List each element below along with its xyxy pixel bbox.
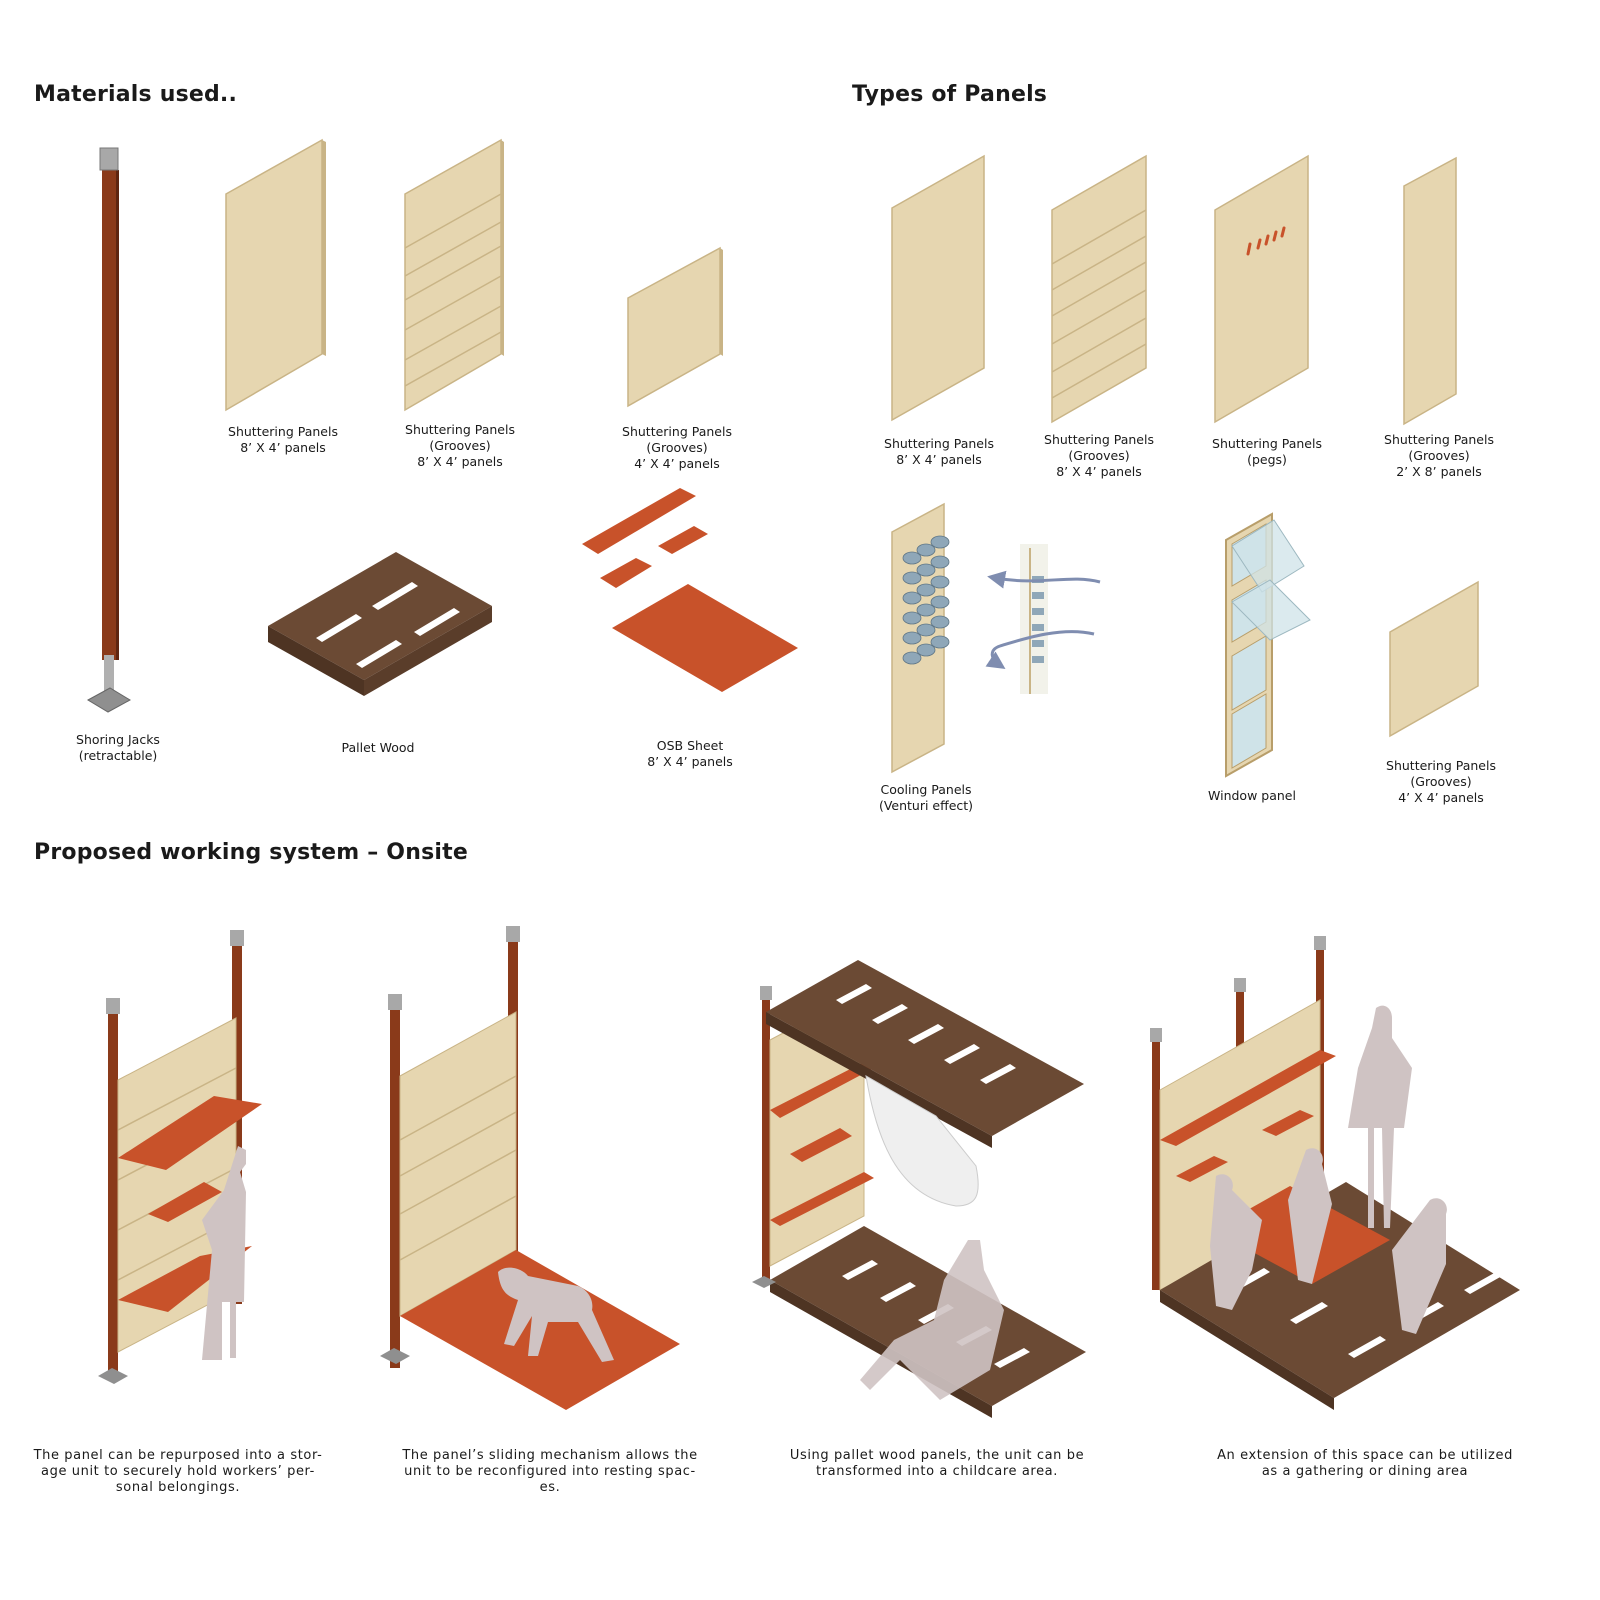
caption-storage: The panel can be repurposed into a stor-… — [33, 1448, 323, 1495]
osb-sheet-illustration — [582, 488, 798, 692]
caption-childcare: Using pallet wood panels, the unit can b… — [789, 1448, 1085, 1479]
pallet-wood-illustration — [268, 552, 492, 696]
label-panel-window: Window panel — [1208, 788, 1296, 803]
caption-resting: The panel’s sliding mechanism allows the… — [402, 1448, 698, 1495]
scene-gathering — [1150, 936, 1520, 1410]
label-panel-pegs: Shuttering Panels(pegs) — [1212, 436, 1322, 467]
panel-type-2x8 — [1403, 156, 1457, 426]
panel-type-plain — [891, 154, 985, 422]
window-panel-illustration — [1225, 512, 1311, 778]
label-panel-4x4: Shuttering Panels(Grooves)4’ X 4’ panels — [1386, 758, 1496, 805]
scene-childcare — [752, 960, 1086, 1418]
shoring-jack-illustration — [86, 147, 132, 713]
materials-heading: Materials used.. — [34, 82, 238, 107]
scene-resting — [380, 926, 680, 1410]
panel-type-4x4 — [1389, 580, 1479, 738]
working-system-heading: Proposed working system – Onsite — [34, 840, 468, 865]
panel-types-heading: Types of Panels — [852, 82, 1048, 107]
scene-storage — [98, 930, 262, 1384]
label-pallet-wood: Pallet Wood — [341, 740, 415, 755]
label-panel-2x8: Shuttering Panels(Grooves)2’ X 8’ panels — [1384, 432, 1494, 479]
label-panel-cooling: Cooling Panels(Venturi effect) — [878, 782, 974, 813]
label-shuttering-grooves-4x4: Shuttering Panels(Grooves)4’ X 4’ panels — [622, 424, 732, 471]
label-panel-grooves: Shuttering Panels(Grooves)8’ X 4’ panels — [1044, 432, 1154, 479]
label-shoring-jacks: Shoring Jacks(retractable) — [76, 732, 160, 763]
panel-type-grooves — [1051, 154, 1147, 424]
cooling-airflow-diagram — [985, 544, 1101, 694]
label-shuttering-grooves-8x4: Shuttering Panels(Grooves)8’ X 4’ panels — [405, 422, 515, 469]
cooling-panel-illustration — [891, 502, 950, 774]
shuttering-panel-plain — [225, 138, 326, 412]
shuttering-panel-grooves — [404, 138, 504, 412]
shuttering-panel-4x4 — [627, 246, 723, 408]
panel-type-pegs — [1214, 154, 1309, 424]
caption-gathering: An extension of this space can be utiliz… — [1217, 1448, 1513, 1479]
